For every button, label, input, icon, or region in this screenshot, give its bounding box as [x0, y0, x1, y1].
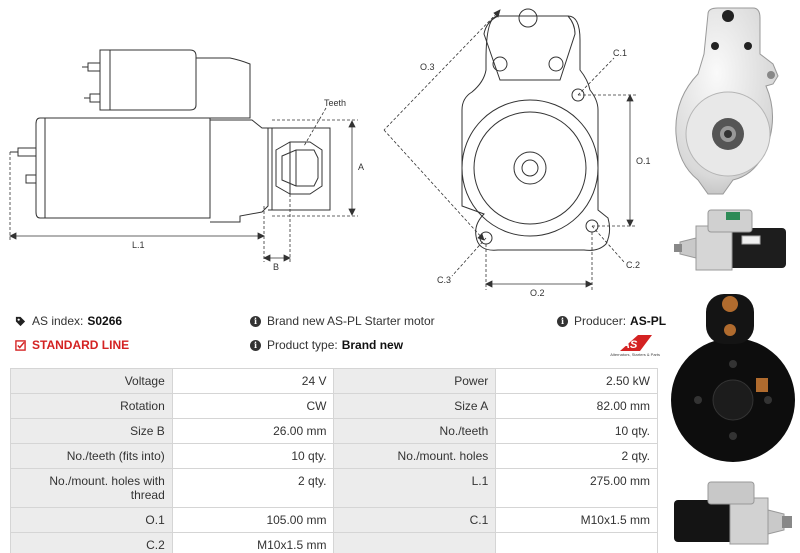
label-b: B	[273, 262, 279, 272]
spec-label: Rotation	[10, 393, 173, 419]
spec-label: O.1	[10, 507, 173, 533]
spec-label	[333, 532, 497, 553]
standard-line-label: STANDARD LINE	[32, 338, 130, 352]
label-o1: O.1	[636, 156, 651, 166]
label-c2: C.2	[626, 260, 640, 270]
spec-value: 275.00 mm	[495, 468, 658, 508]
product-description: i Brand new AS-PL Starter motor	[250, 314, 435, 328]
standard-line: STANDARD LINE	[15, 338, 129, 352]
logo-mark: AS	[621, 339, 638, 351]
spec-value: 24 V	[171, 368, 335, 394]
label-l1: L.1	[132, 240, 145, 250]
spec-value: 2.50 kW	[495, 368, 658, 394]
product-type-label: Product type:	[267, 338, 338, 352]
info-circle-icon: i	[250, 315, 261, 327]
table-row: No./teeth (fits into)10 qty.No./mount. h…	[10, 443, 658, 469]
producer-label: Producer:	[574, 314, 627, 328]
info-circle-icon: i	[250, 339, 261, 351]
spec-value: 26.00 mm	[171, 418, 335, 444]
as-index-label: AS index:	[32, 314, 84, 328]
spec-label: No./mount. holes with thread	[10, 468, 173, 508]
producer-value: AS-PL	[630, 314, 667, 328]
logo-tagline: Alternators, Starters & Parts	[610, 352, 660, 357]
producer: i Producer: AS-PL	[557, 314, 666, 328]
label-teeth: Teeth	[324, 98, 346, 108]
label-o2: O.2	[530, 288, 545, 298]
info-circle-icon: i	[557, 315, 568, 327]
technical-drawing: Teeth A B L.1 O.3 C.1 O.1 C.2 C.3 O.2	[9, 8, 651, 298]
label-o3: O.3	[420, 62, 435, 72]
spec-value: CW	[171, 393, 335, 419]
spec-label: No./mount. holes	[333, 443, 497, 469]
spec-label: C.1	[333, 507, 497, 533]
spec-label: Power	[333, 368, 497, 394]
product-photo-side[interactable]	[668, 200, 798, 280]
spec-label: L.1	[333, 468, 497, 508]
as-pl-logo: AS	[620, 335, 652, 351]
spec-value: 10 qty.	[171, 443, 335, 469]
spec-value: 82.00 mm	[495, 393, 658, 419]
product-type-value: Brand new	[341, 338, 404, 352]
tag-icon	[15, 316, 26, 326]
product-photo-front[interactable]	[668, 4, 798, 198]
spec-value: 2 qty.	[171, 468, 335, 508]
as-index: AS index: S0266	[15, 314, 122, 328]
spec-value: M10x1.5 mm	[171, 532, 335, 553]
as-index-value: S0266	[87, 314, 123, 328]
description-text: Brand new AS-PL Starter motor	[267, 314, 435, 328]
spec-value: 105.00 mm	[171, 507, 335, 533]
product-type: i Product type: Brand new	[250, 338, 403, 352]
spec-label: No./teeth (fits into)	[10, 443, 173, 469]
label-a: A	[358, 162, 364, 172]
spec-label: C.2	[10, 532, 173, 553]
spec-label: No./teeth	[333, 418, 497, 444]
spec-value	[495, 532, 658, 553]
spec-label: Voltage	[10, 368, 173, 394]
product-photo-side-alt[interactable]	[668, 470, 798, 550]
label-c1: C.1	[613, 48, 627, 58]
spec-value: 2 qty.	[495, 443, 658, 469]
spec-label: Size A	[333, 393, 497, 419]
check-square-icon	[15, 339, 26, 351]
label-c3: C.3	[437, 275, 451, 285]
spec-label: Size B	[10, 418, 173, 444]
product-photo-back[interactable]	[668, 282, 798, 468]
spec-value: M10x1.5 mm	[495, 507, 658, 533]
spec-value: 10 qty.	[495, 418, 658, 444]
